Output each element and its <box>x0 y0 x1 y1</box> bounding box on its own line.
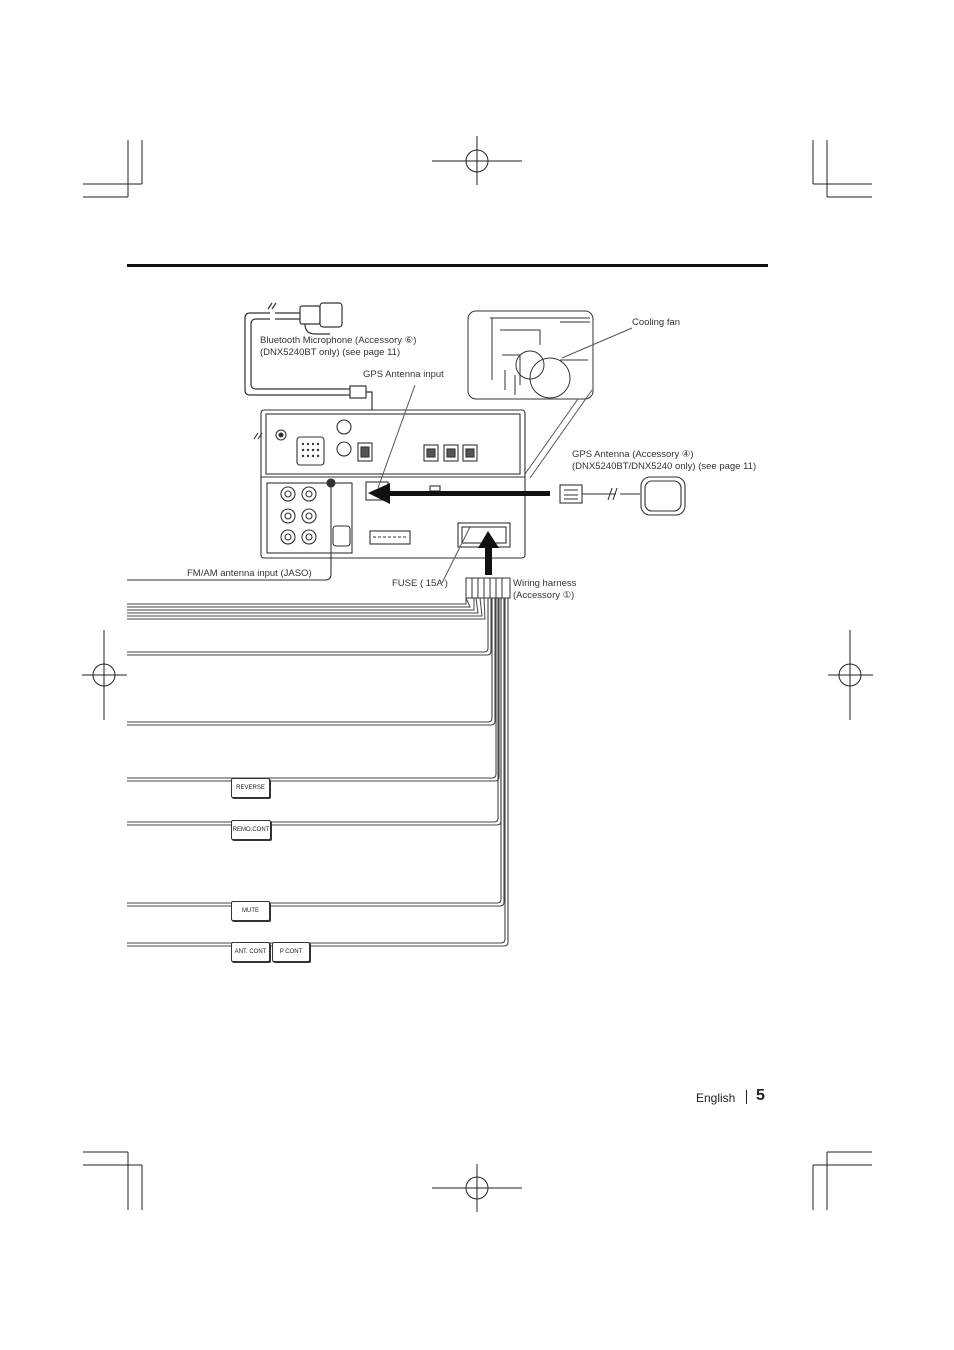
wire-fan-bundle <box>127 597 486 620</box>
registration-target-bottom <box>432 1164 522 1212</box>
registration-target-right <box>828 630 873 720</box>
page-number: 5 <box>756 1087 765 1104</box>
fuse-label: FUSE ( 15A ) <box>392 578 448 589</box>
harness-label-2: (Accessory ①) <box>513 590 575 601</box>
harness-wire <box>127 598 502 826</box>
footer-language: English <box>696 1091 736 1105</box>
harness-wire <box>127 598 497 779</box>
din-connector-pins <box>301 442 320 458</box>
harness-wire <box>127 598 500 782</box>
gps-input-label: GPS Antenna input <box>363 369 444 380</box>
tag-reverse: REVERSE <box>231 778 270 798</box>
gps-input-pointer <box>377 384 416 489</box>
gps-antenna-label-2: (DNX5240BT/DNX5240 only) (see page 11) <box>572 461 757 472</box>
registration-target-top <box>432 136 522 185</box>
fm-am-cable <box>127 487 332 581</box>
bt-mic-label-2: (DNX5240BT only) (see page 11) <box>260 347 401 358</box>
gps-antenna-label-1: GPS Antenna (Accessory ④) <box>572 449 694 460</box>
fuse-pointer <box>441 526 471 584</box>
harness-label-1: Wiring harness <box>513 578 577 589</box>
harness-wire <box>127 598 493 723</box>
header-rule <box>127 264 768 267</box>
harness-wire <box>127 598 496 726</box>
harness-arrow <box>478 531 499 575</box>
crop-marks <box>83 140 872 1210</box>
harness-wire <box>127 598 509 947</box>
tag-remo-cont: REMO.CONT <box>231 820 271 840</box>
harness-wires <box>127 598 509 947</box>
harness-wire <box>127 598 502 904</box>
harness-wire <box>127 598 489 653</box>
gps-antenna <box>559 476 686 516</box>
registration-target-left <box>82 630 127 720</box>
cooling-fan-inset <box>467 310 633 479</box>
tag-p-cont: P CONT <box>272 942 310 962</box>
bt-mic-label-1: Bluetooth Microphone (Accessory ⑥) <box>260 335 417 346</box>
harness-wire <box>127 598 492 656</box>
fm-am-label: FM/AM antenna input (JASO) <box>187 568 312 579</box>
harness-wire <box>127 598 506 944</box>
unit-rear-panel <box>253 409 526 559</box>
cooling-fan-label: Cooling fan <box>632 317 681 328</box>
footer-divider <box>746 1090 747 1104</box>
tag-mute: MUTE <box>231 901 270 921</box>
harness-connector <box>465 577 511 599</box>
harness-wire <box>127 598 499 823</box>
harness-wire <box>127 598 505 907</box>
gps-antenna-arrow <box>368 483 550 504</box>
bluetooth-microphone <box>244 302 373 420</box>
tag-ant-cont: ANT. CONT <box>231 942 270 962</box>
